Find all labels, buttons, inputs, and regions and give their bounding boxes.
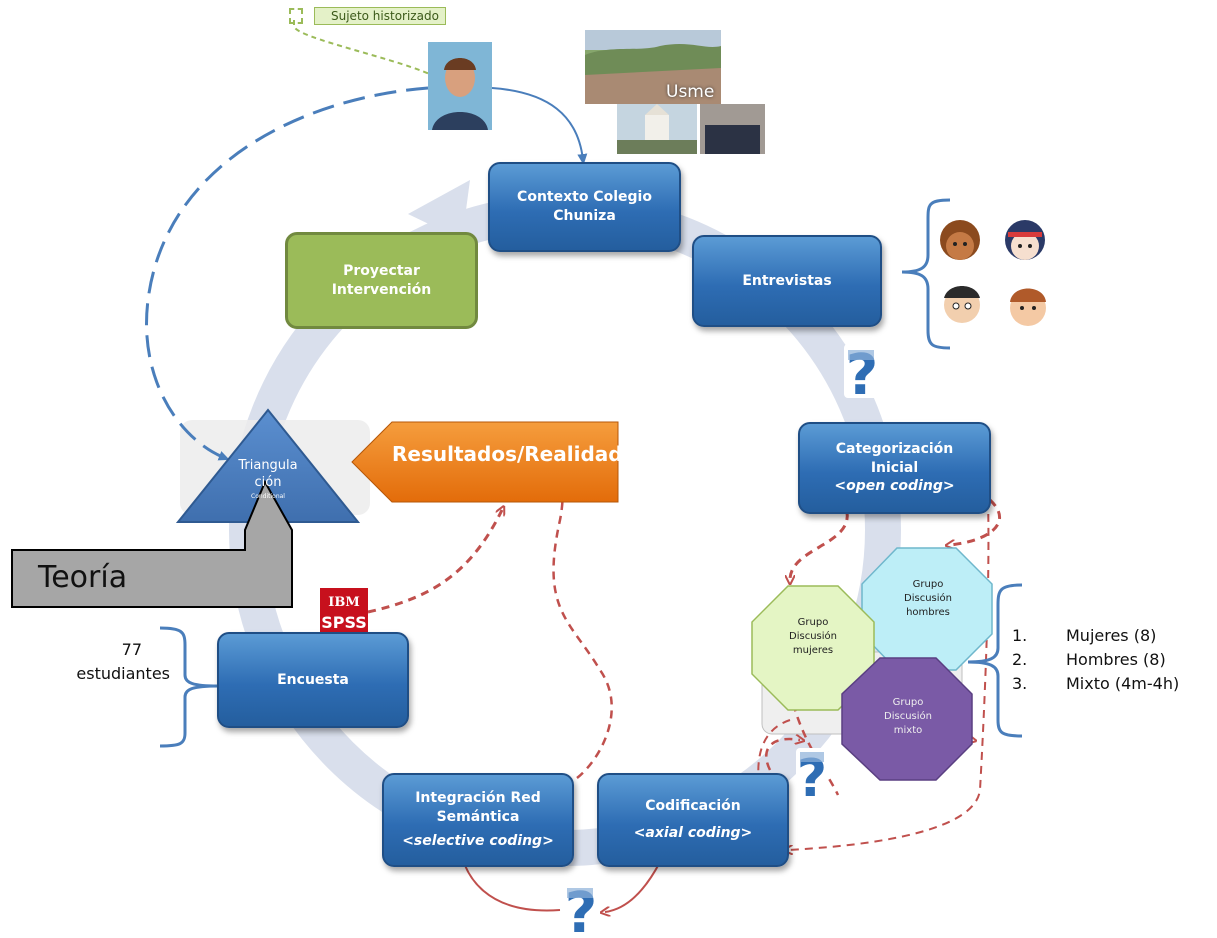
group-mujeres-label[interactable]: Grupo Discusión mujeres — [789, 617, 837, 656]
atlas-icon: ? — [796, 748, 828, 809]
group-hombres-label[interactable]: Grupo Discusión hombres — [904, 579, 952, 618]
list-item: 1.Mujeres (8) — [1012, 626, 1157, 645]
node-resultados-realidad[interactable]: Resultados/Realidad — [392, 442, 623, 466]
face-icon — [944, 286, 980, 323]
usme-label: Usme — [666, 82, 715, 102]
survey-count-label: 77 estudiantes — [76, 640, 170, 683]
node-categorizacion-inicial[interactable]: Categorización Inicial <open coding> — [798, 422, 991, 514]
face-icon — [940, 220, 980, 260]
node-integracion-red-semantica[interactable]: Integración Red Semántica <selective cod… — [382, 773, 574, 867]
sujeto-historizado-note: Sujeto historizado — [314, 7, 446, 25]
node-triangulacion[interactable]: Triangula ción Conditional — [238, 458, 298, 500]
face-icon — [1010, 288, 1046, 326]
node-proyectar-intervencion[interactable]: Proyectar Intervención — [285, 232, 478, 329]
photo-to-context-arrow — [491, 87, 588, 165]
node-contexto-colegio[interactable]: Contexto Colegio Chuniza — [488, 162, 681, 252]
group-composition-list: 1.Mujeres (8) 2.Hombres (8) 3.Mixto (4m-… — [1012, 624, 1179, 696]
students-photo — [700, 104, 765, 154]
portrait-photo — [428, 42, 492, 130]
church-photo — [617, 104, 697, 154]
group-mujeres-octagon — [751, 585, 875, 711]
atlas-icon: ? — [563, 881, 599, 938]
group-mixto-label[interactable]: Grupo Discusión mixto — [884, 697, 932, 736]
note-icon — [289, 8, 303, 24]
list-item: 3.Mixto (4m-4h) — [1012, 674, 1180, 693]
node-entrevistas[interactable]: Entrevistas — [692, 235, 882, 327]
node-codificacion[interactable]: Codificación <axial coding> — [597, 773, 789, 867]
results-arrow-shape — [351, 421, 619, 503]
spss-logo-bottom: SPSS — [321, 613, 367, 632]
usme-landscape-photo — [585, 30, 721, 104]
group-hombres-octagon — [861, 547, 993, 671]
group-mixto-octagon — [841, 657, 973, 781]
spss-logo-top: IBM — [328, 595, 359, 610]
list-item: 2.Hombres (8) — [1012, 650, 1166, 669]
dashed-loop-arrow — [145, 86, 429, 461]
atlas-icon: ? — [844, 343, 880, 408]
note-connector — [293, 20, 439, 79]
teoria-shape — [11, 479, 293, 608]
node-encuesta[interactable]: Encuesta — [217, 632, 409, 728]
node-teoria[interactable]: Teoría — [38, 560, 128, 595]
face-icon — [1005, 220, 1045, 260]
spss-logo — [320, 588, 368, 636]
